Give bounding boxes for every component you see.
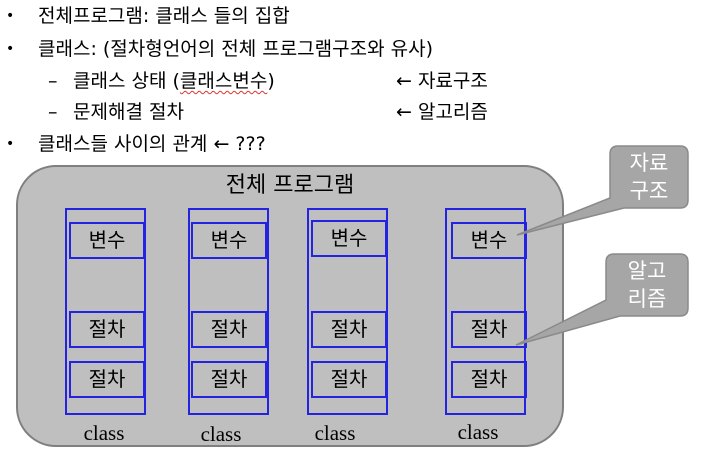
class-variable-term: 클래스변수 — [179, 70, 268, 92]
procedure-cell: 절차 — [191, 361, 267, 398]
sub-bullet-dash: – — [48, 70, 58, 92]
variable-cell: 변수 — [191, 222, 267, 259]
class-box — [188, 208, 269, 415]
class-label: class — [83, 421, 125, 445]
class-label: class — [457, 420, 499, 444]
class-label: class — [200, 422, 242, 446]
program-title: 전체 프로그램 — [225, 173, 355, 198]
arrow-data-structure: ← 자료구조 — [396, 70, 488, 92]
bullet-dot: • — [6, 136, 15, 152]
bullet-dot: • — [6, 8, 15, 24]
class-label: class — [314, 421, 356, 445]
sub-bullet-procedure: 문제해결 절차 — [73, 101, 184, 123]
bullet-program-definition: 전체프로그램: 클래스 들의 집합 — [38, 5, 290, 27]
arrow-algorithm: ← 알고리즘 — [396, 101, 488, 123]
bullet-class-definition: 클래스: (절차형언어의 전체 프로그램구조와 유사) — [38, 38, 433, 60]
sub-bullet-dash: – — [48, 101, 58, 123]
procedure-cell: 절차 — [451, 361, 527, 398]
variable-cell: 변수 — [311, 220, 387, 257]
bullet-dot: • — [6, 41, 15, 57]
procedure-cell: 절차 — [451, 311, 527, 348]
callout-algorithm: 알고 리즘 — [627, 259, 667, 311]
procedure-cell: 절차 — [69, 311, 145, 348]
procedure-cell: 절차 — [311, 361, 387, 398]
procedure-cell: 절차 — [311, 311, 387, 348]
callout-data-structure: 자료 구조 — [629, 151, 669, 203]
sub-bullet-class-state: 클래스 상태 (클래스변수) — [73, 70, 275, 92]
class-box — [307, 208, 388, 415]
procedure-cell: 절차 — [191, 311, 267, 348]
procedure-cell: 절차 — [69, 361, 145, 398]
class-box — [65, 208, 146, 415]
variable-cell: 변수 — [69, 222, 145, 259]
program-container — [16, 165, 564, 447]
bullet-class-relation: 클래스들 사이의 관계 ← ??? — [38, 133, 266, 155]
variable-cell: 변수 — [451, 222, 527, 259]
